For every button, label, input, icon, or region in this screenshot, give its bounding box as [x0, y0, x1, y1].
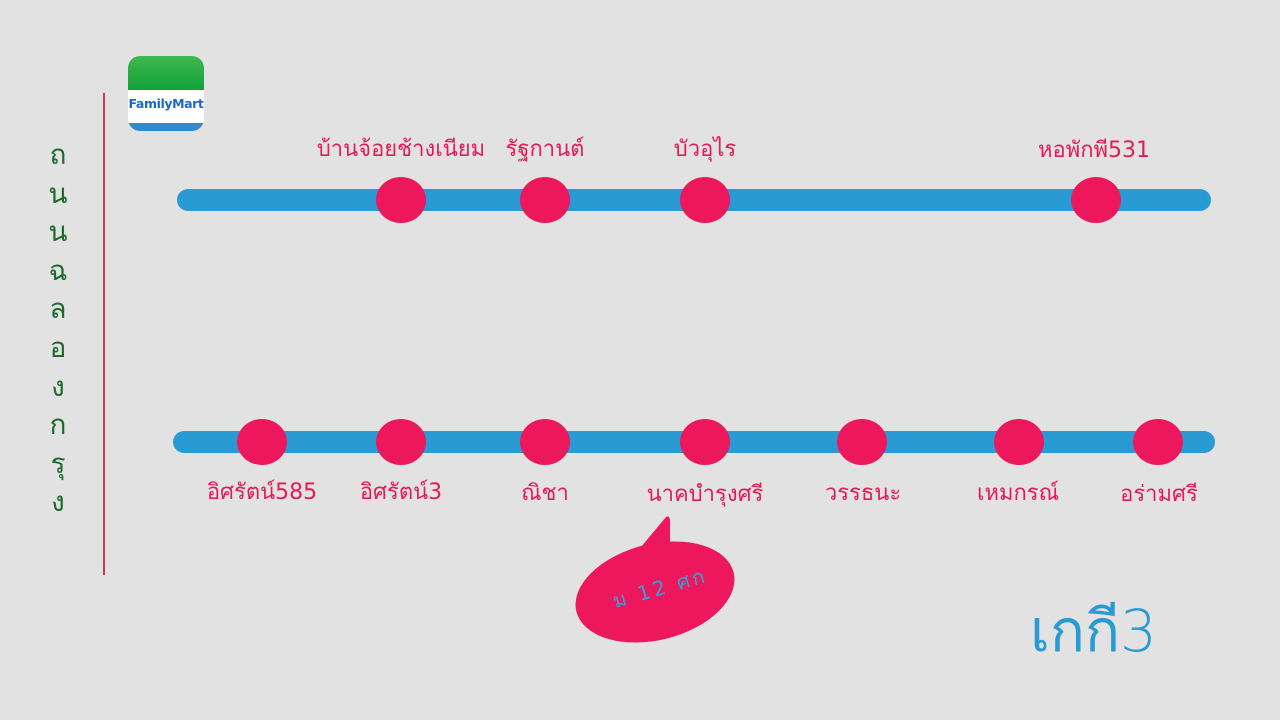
- lower-stop-marker: [237, 419, 287, 465]
- upper-stop-label: หอพักพี531: [1037, 138, 1151, 163]
- lower-stop-label: อิศรัตน์585: [206, 480, 318, 505]
- lower-stop-label: เหมกรณ์: [976, 481, 1060, 506]
- lower-stop-label: อร่ามศรี: [1120, 482, 1198, 507]
- vertical-divider: [103, 93, 105, 575]
- lower-stop-marker: [1133, 419, 1183, 465]
- lower-stop-marker: [680, 419, 730, 465]
- vertical-title-char: ถ: [49, 138, 67, 171]
- lower-stop-label: นาคบำรุงศรี: [646, 482, 764, 507]
- upper-stop-marker: [1071, 177, 1121, 223]
- familymart-logo: FamilyMart: [128, 56, 204, 131]
- logo-blue-band: [128, 123, 204, 131]
- lower-stop-marker: [376, 419, 426, 465]
- lower-stop-label: วรรธนะ: [824, 481, 902, 506]
- corner-label: เกกี3: [1030, 597, 1157, 665]
- lower-stop-marker: [994, 419, 1044, 465]
- vertical-title: ถ น น ฉ ล อ ง ก รุ ง: [38, 136, 78, 522]
- vertical-title-char: น: [48, 176, 68, 210]
- lower-stop-marker: [837, 419, 887, 465]
- vertical-title-char: ง: [51, 485, 65, 519]
- lower-stop-label: อิศรัตน์3: [359, 480, 443, 505]
- upper-stop-marker: [520, 177, 570, 223]
- logo-text: FamilyMart: [128, 96, 204, 111]
- vertical-title-char: น: [48, 215, 68, 249]
- upper-stop-marker: [680, 177, 730, 223]
- vertical-title-char: ล: [49, 292, 67, 326]
- vertical-title-char: รุ: [50, 446, 66, 480]
- upper-stop-label: บ้านจ้อยช้างเนียม: [316, 137, 486, 162]
- lower-stop-marker: [520, 419, 570, 465]
- vertical-title-char: ฉ: [48, 253, 68, 287]
- upper-stop-label: รัฐกานต์: [505, 137, 585, 162]
- upper-stop-marker: [376, 177, 426, 223]
- speech-bubble: [575, 516, 735, 643]
- vertical-title-char: ก: [49, 408, 67, 442]
- vertical-title-char: อ: [49, 330, 67, 364]
- logo-green-band: [128, 56, 204, 90]
- upper-stop-label: บัวอุไร: [673, 137, 737, 162]
- lower-stop-label: ณิชา: [521, 481, 569, 506]
- vertical-title-char: ง: [51, 369, 65, 403]
